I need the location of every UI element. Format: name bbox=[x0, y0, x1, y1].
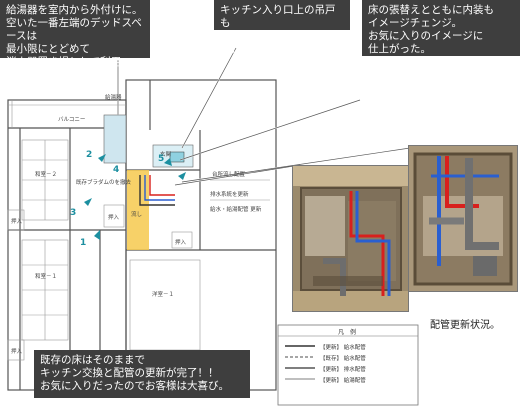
legend-item-3: 【更新】 排水配管 bbox=[320, 367, 366, 373]
pipe-update-caption: 配管更新状況。 bbox=[430, 320, 500, 331]
photo-floor-opening bbox=[292, 165, 409, 312]
label-nagashi: 流し bbox=[131, 212, 143, 218]
label-genkan: 玄関 bbox=[160, 152, 172, 158]
label-water-heater: 給湯器 bbox=[105, 95, 122, 101]
kitchen-highlight bbox=[127, 170, 149, 250]
label-washitsu-1: 和室－１ bbox=[35, 274, 58, 280]
marker-4: 4 bbox=[113, 165, 120, 175]
label-pipe-note-2: 給水・給湯配管 更新 bbox=[210, 207, 262, 213]
label-kitchen-note: 台所流し配置 bbox=[212, 172, 246, 178]
legend-box bbox=[277, 324, 419, 406]
note-water-heater: 給湯器を室内から外付けに。 空いた一番左端のデッドスペースは 最小限にとどめて … bbox=[0, 0, 150, 68]
label-pipe-note-3: 既存ブラダムのを撤去 bbox=[76, 180, 132, 186]
note-cabinet: キッチン入り口上の吊戸も キッチンと揃えて新しく。 bbox=[214, 0, 350, 55]
note-interior: 床の張替えとともに内装も イメージチェンジ。 お気に入りのイメージに 仕上がった… bbox=[362, 0, 520, 56]
label-pipe-note-1: 排水系統を更新 bbox=[210, 192, 249, 198]
label-yoshitsu-1: 洋室－１ bbox=[152, 292, 175, 298]
marker-5: 5 bbox=[158, 154, 165, 164]
photo-pipe-update bbox=[408, 145, 518, 292]
legend-item-1: 【更新】 給水配管 bbox=[320, 345, 366, 351]
label-oshiire-c: 押入 bbox=[108, 215, 120, 221]
label-balcony: バルコニー bbox=[58, 117, 86, 123]
marker-3: 3 bbox=[70, 208, 77, 218]
label-oshiire-d: 押入 bbox=[175, 240, 187, 246]
label-oshiire-a: 押入 bbox=[11, 219, 23, 225]
legend-item-2: 【既存】 給水配管 bbox=[320, 356, 366, 362]
legend-item-4: 【更新】 給湯配管 bbox=[320, 378, 366, 384]
legend-title: 凡 例 bbox=[338, 329, 357, 336]
photo-floor-opening-image bbox=[293, 166, 408, 311]
note-kitchen-complete: 既存の床はそのままで キッチン交換と配管の更新が完了！！ お気に入りだったのでお… bbox=[34, 350, 250, 398]
marker-2: 2 bbox=[86, 150, 93, 160]
label-washitsu-2: 和室－２ bbox=[35, 172, 58, 178]
photo-pipe-update-image bbox=[409, 146, 517, 291]
label-oshiire-b: 押入 bbox=[11, 349, 23, 355]
marker-1: 1 bbox=[80, 238, 87, 248]
